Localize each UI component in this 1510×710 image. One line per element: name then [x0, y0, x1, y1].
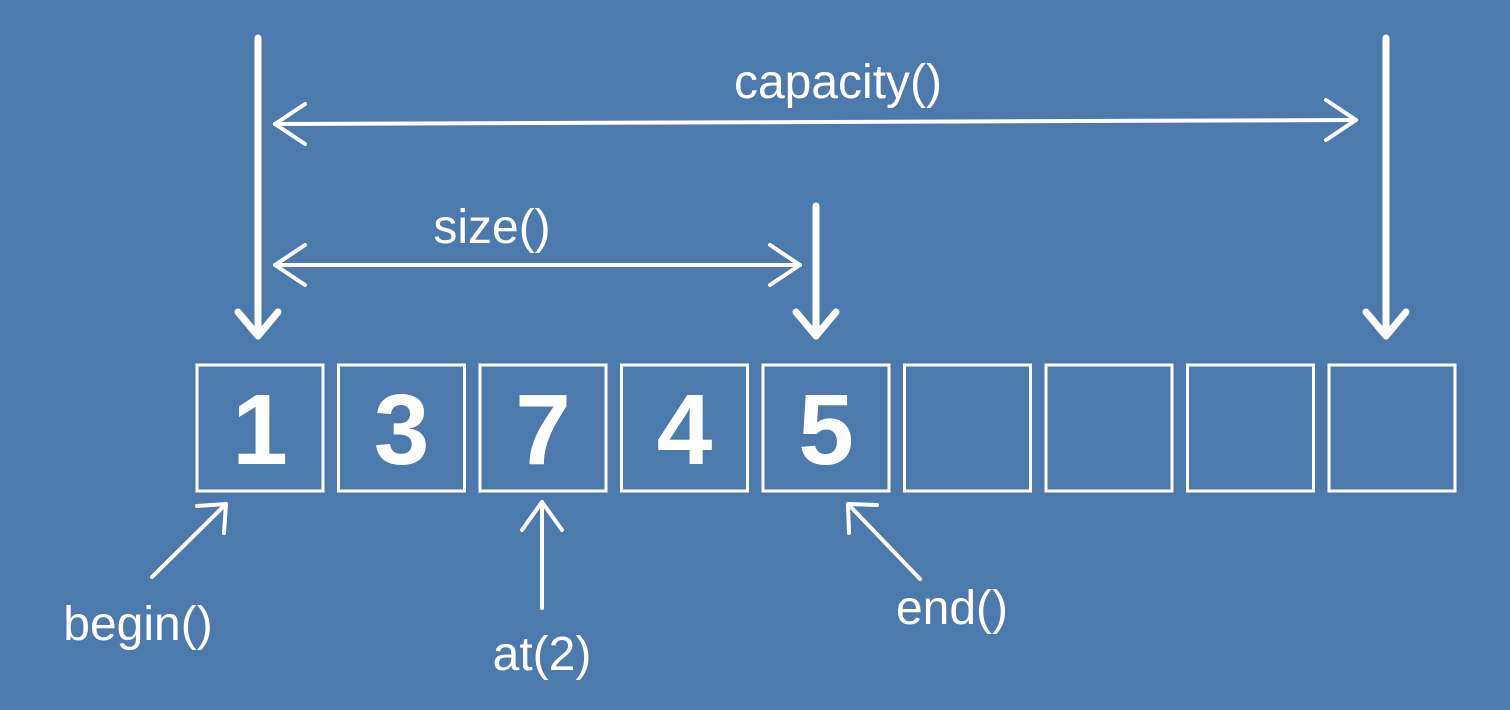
- end-pointer-arrow: [792, 202, 840, 340]
- begin-pointer-arrow: [234, 34, 282, 340]
- begin-label: begin(): [63, 598, 212, 651]
- vector-cell: [1186, 363, 1315, 493]
- end-annotation-arrow: [846, 502, 922, 581]
- vector-cell: [1327, 363, 1457, 493]
- end-label: end(): [896, 582, 1008, 635]
- begin-annotation-arrow: [150, 502, 228, 579]
- at-label: at(2): [493, 628, 592, 681]
- vector-cell: [195, 363, 325, 493]
- vector-cell: [620, 363, 749, 493]
- capacity-span-arrow: [273, 98, 1358, 146]
- vector-cell-value: 4: [657, 374, 713, 486]
- vector-cell-value: 7: [515, 374, 571, 486]
- vector-cell-value: 1: [232, 374, 288, 486]
- at-annotation-arrow: [520, 500, 564, 610]
- vector-cell-value: 5: [798, 374, 854, 486]
- capacity-pointer-arrow: [1362, 34, 1410, 340]
- size-span-arrow: [273, 243, 802, 287]
- vector-cell-value: 3: [374, 374, 430, 486]
- size-label: size(): [433, 201, 550, 254]
- vector-cell: [337, 363, 466, 493]
- vector-cell: [761, 363, 891, 493]
- vector-cell: [1044, 363, 1174, 493]
- capacity-label: capacity(): [734, 56, 942, 109]
- vector-cell: [478, 363, 608, 493]
- vector-cell: [903, 363, 1032, 493]
